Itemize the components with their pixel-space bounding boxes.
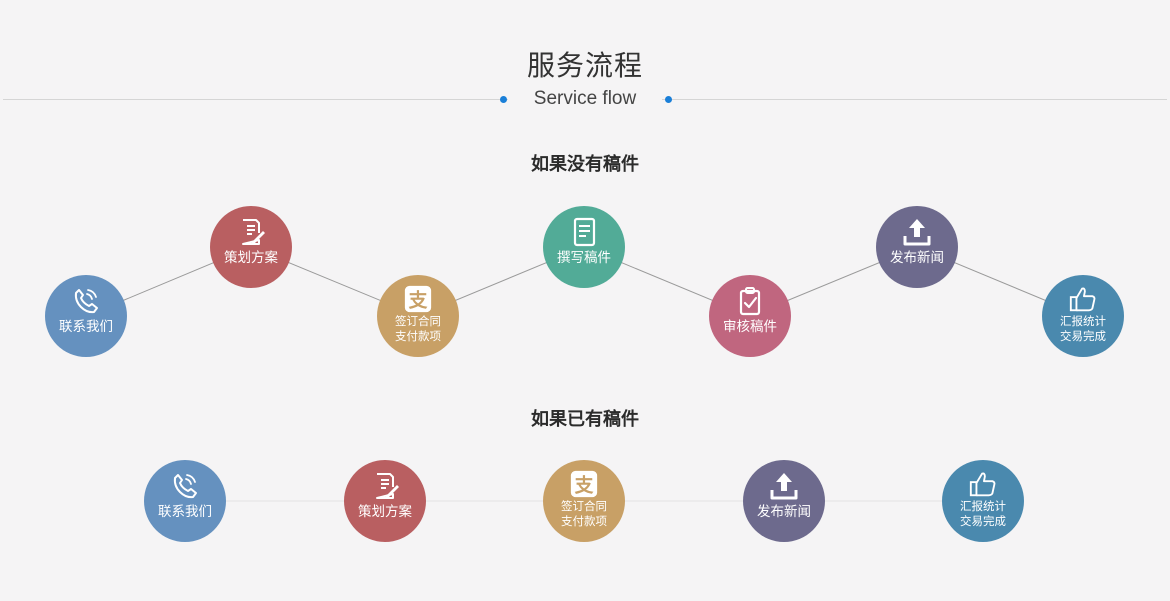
svg-text:支: 支 — [575, 475, 594, 497]
step-sign-contract-pay[interactable]: 支 签订合同 支付款项 — [377, 275, 459, 357]
section-heading-has-draft: 如果已有稿件 — [531, 409, 639, 430]
alipay-icon: 支 — [570, 470, 598, 498]
step-publish-news[interactable]: 发布新闻 — [876, 206, 958, 288]
step-sign-contract-pay[interactable]: 支 签订合同 支付款项 — [543, 460, 625, 542]
step-label: 联系我们 — [158, 504, 212, 520]
alipay-icon: 支 — [404, 285, 432, 313]
phone-icon — [173, 474, 197, 499]
subtitle-row: Service flow — [0, 87, 1170, 113]
subtitle-dot-left — [500, 96, 507, 103]
step-label-line1: 签订合同 — [561, 499, 607, 513]
document-edit-icon — [376, 473, 399, 499]
thumbs-up-icon — [969, 472, 996, 497]
svg-text:支: 支 — [409, 290, 428, 312]
step-report-complete[interactable]: 汇报统计 交易完成 — [942, 460, 1024, 542]
step-write-draft[interactable]: 撰写稿件 — [543, 206, 625, 288]
clipboard-check-icon — [739, 287, 761, 316]
subtitle-dot-right — [665, 96, 672, 103]
step-label: 联系我们 — [59, 319, 113, 335]
step-label: 发布新闻 — [757, 504, 811, 520]
phone-icon — [74, 289, 98, 314]
step-label-line2: 支付款项 — [395, 329, 441, 343]
step-label-line2: 交易完成 — [960, 514, 1006, 528]
step-review-draft[interactable]: 审核稿件 — [709, 275, 791, 357]
page-subtitle: Service flow — [507, 87, 663, 111]
step-label: 策划方案 — [224, 250, 278, 266]
upload-icon — [770, 473, 798, 500]
document-icon — [573, 217, 596, 247]
step-label: 发布新闻 — [890, 250, 944, 266]
step-label: 策划方案 — [358, 504, 412, 520]
step-contact-us[interactable]: 联系我们 — [45, 275, 127, 357]
step-publish-news[interactable]: 发布新闻 — [743, 460, 825, 542]
document-edit-icon — [242, 219, 265, 245]
page-title: 服务流程 — [526, 49, 643, 82]
upload-icon — [903, 219, 931, 246]
step-label-line2: 支付款项 — [561, 514, 607, 528]
step-label-line1: 汇报统计 — [1060, 314, 1106, 328]
step-label: 审核稿件 — [723, 319, 777, 335]
step-label-line1: 汇报统计 — [960, 499, 1006, 513]
step-label: 撰写稿件 — [557, 250, 611, 266]
step-label-line1: 签订合同 — [395, 314, 441, 328]
step-label-line2: 交易完成 — [1060, 329, 1106, 343]
thumbs-up-icon — [1069, 287, 1096, 312]
step-plan-proposal[interactable]: 策划方案 — [344, 460, 426, 542]
step-plan-proposal[interactable]: 策划方案 — [210, 206, 292, 288]
step-contact-us[interactable]: 联系我们 — [144, 460, 226, 542]
section-heading-no-draft: 如果没有稿件 — [531, 154, 639, 175]
step-report-complete[interactable]: 汇报统计 交易完成 — [1042, 275, 1124, 357]
